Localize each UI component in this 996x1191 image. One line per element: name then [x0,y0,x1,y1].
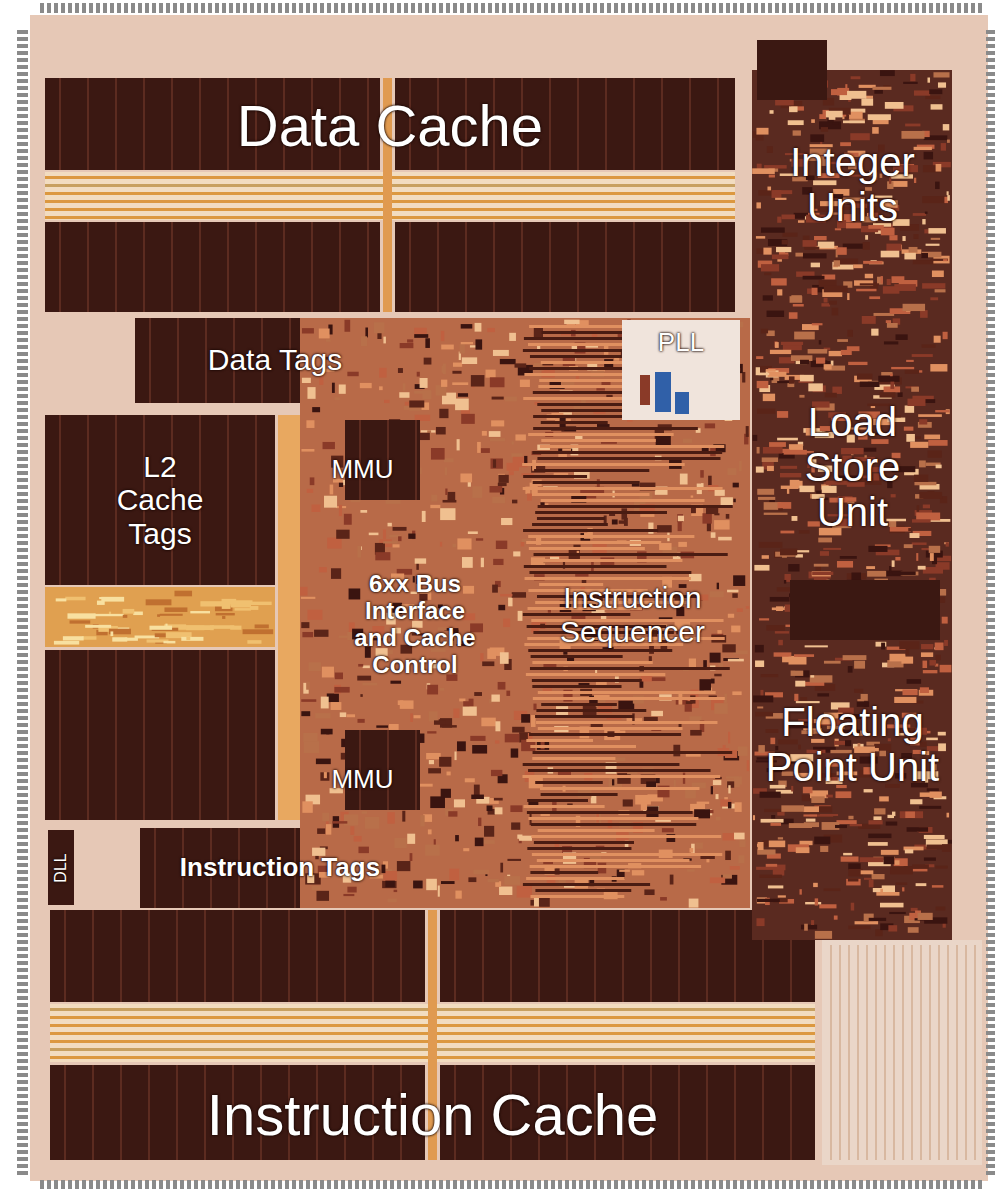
region-label: Load Store Unit [788,400,918,534]
region-label: Data Tags [208,343,343,377]
die-region: MMU [305,755,420,805]
die-ground [30,15,988,1181]
die-region: 6xx Bus Interface and Cache Control [330,525,500,725]
region-label: MMU [331,765,393,794]
die-region: Load Store Unit [755,380,950,555]
region-label: MMU [331,455,393,484]
region-label: Instruction Sequencer [530,581,735,648]
die-region: Data Tags [135,330,415,390]
die-region: Data Cache [45,78,735,178]
region-label: Floating Point Unit [760,700,945,790]
region-label: L2 Cache Tags [100,450,220,551]
die-region: Instruction Tags [135,830,425,905]
die-region: DLL [45,830,77,905]
region-label: DLL [52,853,70,882]
die-texture [45,40,982,1165]
die-region: Instruction Sequencer [520,560,745,670]
region-label: PLL [658,328,704,357]
region-label: Instruction Tags [180,853,380,882]
region-label: Data Cache [237,94,543,159]
die-region: Floating Point Unit [755,655,950,835]
region-label: Integer Units [760,140,945,230]
region-label: 6xx Bus Interface and Cache Control [345,571,485,679]
die-region: L2 Cache Tags [45,430,275,570]
die-region: Instruction Cache [45,1060,820,1170]
region-label: Instruction Cache [207,1083,658,1148]
die-region: MMU [305,445,420,495]
die-region: PLL [622,318,740,368]
die-region: Integer Units [755,120,950,250]
bond-pads [17,3,995,1189]
